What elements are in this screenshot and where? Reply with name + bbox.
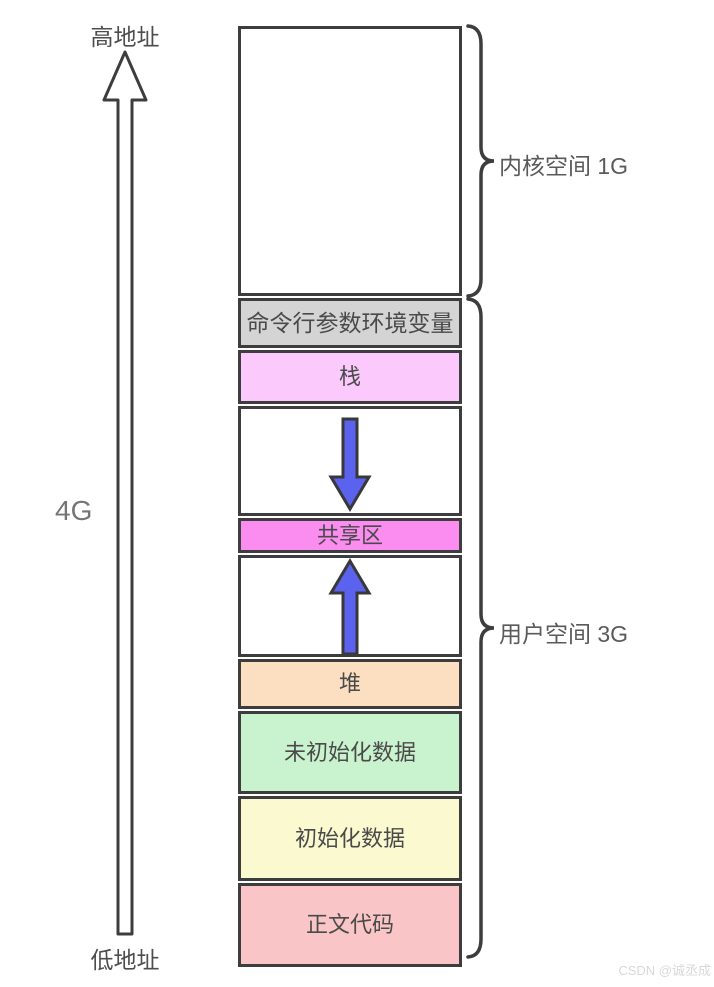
segment-stack: 栈 [238,350,462,404]
segment-text-code: 正文代码 [238,883,462,967]
segment-cmdline-args-env: 命令行参数环境变量 [238,298,462,348]
high-address-label: 高地址 [90,24,160,50]
memory-column: 命令行参数环境变量 栈 共享区 堆 未初始化数据 初始化数据 [238,26,462,967]
user-space-label: 用户空间 3G [499,621,629,647]
total-size-label: 4G [55,495,93,526]
segment-uninitialized-data: 未初始化数据 [238,711,462,794]
segment-shared-area: 共享区 [238,518,462,553]
segment-label: 命令行参数环境变量 [246,309,454,336]
low-address-label: 低地址 [90,947,160,973]
segment-label: 堆 [338,671,361,696]
segment-label: 共享区 [316,522,383,548]
watermark: CSDN @诚丞成 [618,963,711,978]
brace-group [466,24,495,959]
segment-kernel-space [238,26,462,296]
address-axis-up-arrow-icon [102,50,148,936]
user-space-brace [466,297,495,959]
kernel-space-brace [466,24,495,298]
segment-heap-growth [238,555,462,657]
segment-heap: 堆 [238,659,462,709]
segment-label: 初始化数据 [294,825,405,851]
kernel-space-label: 内核空间 1G [499,153,629,179]
grow-upward-arrow-icon [328,558,372,654]
grow-downward-arrow-icon [328,417,372,512]
segment-label: 栈 [338,364,361,389]
segment-label: 正文代码 [305,912,394,937]
segment-initialized-data: 初始化数据 [238,796,462,881]
segment-label: 未初始化数据 [283,739,416,765]
segment-stack-growth [238,406,462,516]
